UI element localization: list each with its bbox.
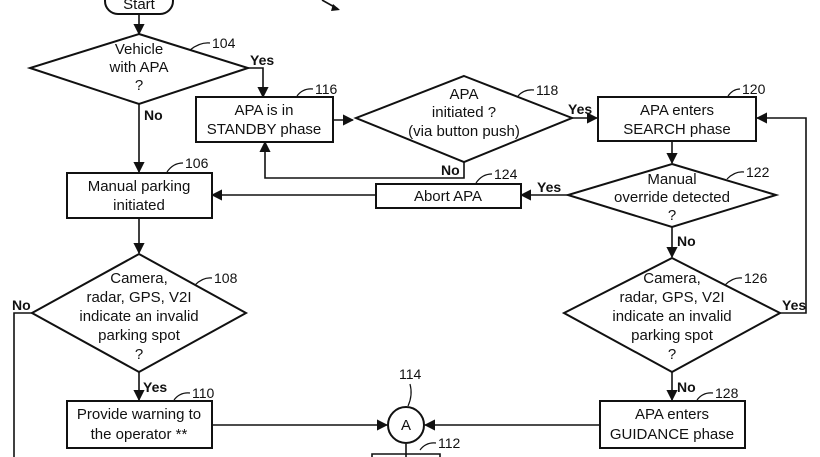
process-124-box bbox=[375, 183, 522, 209]
node-126-line-3: indicate an invalid bbox=[612, 308, 731, 325]
decision-108-diamond bbox=[29, 252, 249, 374]
edge-104-yes-to-116 bbox=[248, 67, 269, 99]
node-110-line-2: the operator ** bbox=[91, 426, 188, 443]
process-110-box bbox=[66, 400, 213, 449]
edge-label-126-yes: Yes bbox=[782, 297, 806, 313]
leader-114 bbox=[407, 383, 412, 407]
node-108-line-4: parking spot bbox=[98, 327, 181, 344]
node-128-line-1: APA enters bbox=[635, 406, 709, 423]
process-128-box bbox=[599, 400, 746, 449]
node-108-line-3: indicate an invalid bbox=[79, 308, 198, 325]
leader-128 bbox=[696, 392, 714, 401]
leader-122 bbox=[726, 171, 745, 180]
reference-leaders bbox=[166, 42, 745, 451]
edge-108-no bbox=[13, 312, 33, 457]
ref-122: 122 bbox=[746, 164, 770, 180]
edge-label-126-no: No bbox=[677, 379, 696, 395]
leader-110 bbox=[173, 392, 191, 401]
node-108-line-5: ? bbox=[135, 346, 143, 363]
leader-112 bbox=[419, 442, 437, 451]
node-126-line-1: Camera, bbox=[643, 270, 701, 287]
node-110-line-1: Provide warning to bbox=[77, 406, 201, 423]
edge-126-yes-to-120 bbox=[755, 112, 807, 314]
process-106-box bbox=[66, 172, 213, 219]
node-128-line-2: GUIDANCE phase bbox=[610, 426, 734, 443]
leader-108 bbox=[194, 277, 213, 286]
edge-label-108-yes: Yes bbox=[143, 379, 167, 395]
decision-126-diamond bbox=[561, 256, 783, 374]
edge-label-122-no: No bbox=[677, 233, 696, 249]
edge-118-no-to-116 bbox=[259, 140, 465, 179]
decision-104-diamond bbox=[26, 32, 252, 106]
node-126-line-4: parking spot bbox=[631, 327, 714, 344]
edge-label-118-no: No bbox=[441, 162, 460, 178]
node-122-line-1: Manual bbox=[647, 171, 696, 188]
decision-122-diamond bbox=[564, 162, 780, 229]
ref-114: 114 bbox=[399, 366, 422, 382]
process-116-box bbox=[195, 96, 334, 143]
ref-104: 104 bbox=[212, 35, 236, 51]
leader-104 bbox=[189, 42, 211, 51]
ref-112: 112 bbox=[438, 435, 461, 451]
node-122-line-3: ? bbox=[668, 207, 676, 224]
ref-128: 128 bbox=[715, 385, 739, 401]
ref-124: 124 bbox=[494, 166, 518, 182]
ref-126: 126 bbox=[744, 270, 768, 286]
ref-116: 116 bbox=[315, 81, 338, 97]
node-124-label: Abort APA bbox=[414, 188, 482, 205]
leader-106 bbox=[166, 162, 184, 173]
ref-106: 106 bbox=[185, 155, 209, 171]
ref-118: 118 bbox=[536, 82, 559, 98]
reference-numerals: 104 116 118 120 106 124 122 108 126 110 … bbox=[185, 35, 770, 451]
edge-label-104-yes: Yes bbox=[250, 52, 274, 68]
connector-114-circle bbox=[387, 406, 425, 444]
shapes bbox=[26, 0, 783, 449]
edge-labels: Yes No Yes No Yes No No Yes Yes No bbox=[12, 52, 806, 395]
edge-label-108-no: No bbox=[12, 297, 31, 313]
ref-120: 120 bbox=[742, 81, 766, 97]
leader-118 bbox=[517, 89, 535, 97]
ref-108: 108 bbox=[214, 270, 238, 286]
decision-118-diamond bbox=[353, 74, 575, 164]
edge-label-104-no: No bbox=[144, 107, 163, 123]
leader-124 bbox=[475, 173, 493, 184]
node-104-line-2: with APA bbox=[109, 59, 169, 76]
node-106-line-1: Manual parking bbox=[88, 178, 191, 195]
connectors bbox=[13, 0, 807, 457]
node-104-line-3: ? bbox=[135, 77, 143, 94]
node-120-line-2: SEARCH phase bbox=[623, 121, 731, 138]
edge-label-118-yes: Yes bbox=[568, 101, 592, 117]
node-116-line-2: STANDBY phase bbox=[207, 121, 322, 138]
start-label: Start bbox=[123, 0, 156, 13]
process-120-box bbox=[597, 96, 757, 142]
node-116-line-1: APA is in bbox=[235, 102, 294, 119]
leader-116 bbox=[296, 88, 314, 97]
node-118-line-3: (via button push) bbox=[408, 123, 520, 140]
ref-110: 110 bbox=[192, 385, 215, 401]
edge-label-122-yes: Yes bbox=[537, 179, 561, 195]
node-120-line-1: APA enters bbox=[640, 102, 714, 119]
top-partial-arrowhead bbox=[331, 4, 340, 11]
node-118-line-1: APA bbox=[450, 86, 479, 103]
node-106-line-2: initiated bbox=[113, 197, 165, 214]
box-112-partial bbox=[371, 453, 441, 457]
leader-120 bbox=[727, 88, 741, 97]
node-108-line-2: radar, GPS, V2I bbox=[86, 289, 191, 306]
leader-126 bbox=[724, 277, 743, 286]
node-126-line-5: ? bbox=[668, 346, 676, 363]
node-122-line-2: override detected bbox=[614, 189, 730, 206]
node-104-line-1: Vehicle bbox=[115, 41, 163, 58]
node-126-line-2: radar, GPS, V2I bbox=[619, 289, 724, 306]
node-108-line-1: Camera, bbox=[110, 270, 168, 287]
node-114-label: A bbox=[401, 417, 411, 434]
start-terminator bbox=[104, 0, 174, 15]
node-118-line-2: initiated ? bbox=[432, 104, 496, 121]
node-labels: Start Vehicle with APA ? APA is in STAND… bbox=[77, 0, 734, 443]
